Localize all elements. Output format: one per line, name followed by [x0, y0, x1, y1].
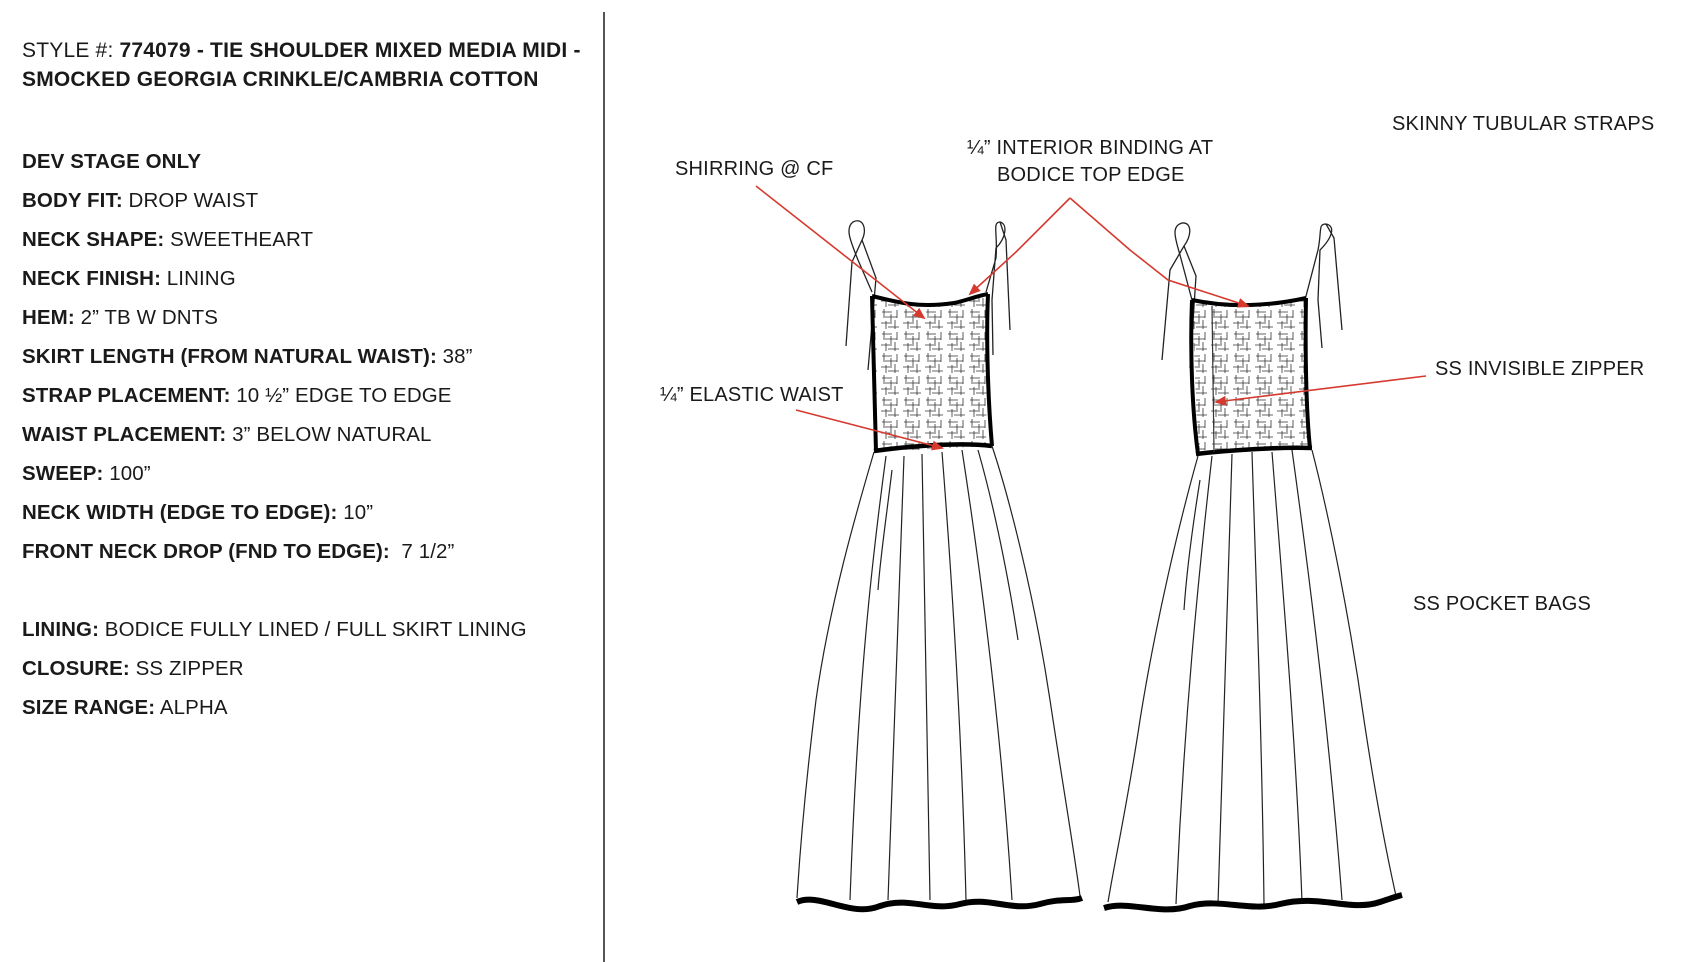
spec-dev-stage: DEV STAGE ONLY [22, 142, 592, 181]
spec-value: 3” BELOW NATURAL [226, 423, 432, 446]
spec-label: WAIST PLACEMENT: [22, 423, 227, 446]
spec-label: SWEEP: [22, 462, 104, 485]
callout-straps: SKINNY TUBULAR STRAPS [1392, 113, 1655, 135]
spec-lining: LINING: BODICE FULLY LINED / FULL SKIRT … [22, 610, 592, 649]
spec-value: 2” TB W DNTS [74, 306, 219, 329]
spec-value: 10” [337, 501, 374, 524]
back-bodice [1189, 296, 1313, 457]
style-name: 774079 - TIE SHOULDER MIXED MEDIA MIDI -… [22, 39, 581, 91]
spec-sweep: SWEEP: 100” [22, 454, 592, 493]
spec-label: NECK SHAPE: [22, 228, 165, 251]
callout-pocket-bags: SS POCKET BAGS [1413, 593, 1592, 615]
spec-label: DEV STAGE ONLY [22, 150, 202, 173]
spec-neck-width: NECK WIDTH (EDGE TO EDGE): 10” [22, 493, 592, 532]
arrow-binding-front [968, 197, 1071, 296]
spec-neck-finish: NECK FINISH: LINING [22, 259, 592, 298]
callout-binding-line1: ¼” INTERIOR BINDING AT [967, 137, 1214, 159]
spec-value: LINING [161, 267, 236, 290]
front-view [795, 220, 1084, 913]
callout-invisible-zipper: SS INVISIBLE ZIPPER [1435, 358, 1645, 380]
spec-list: DEV STAGE ONLY BODY FIT: DROP WAIST NECK… [22, 142, 592, 727]
callout-binding-line2: BODICE TOP EDGE [997, 164, 1185, 186]
spec-value: BODICE FULLY LINED / FULL SKIRT LINING [99, 618, 527, 641]
style-prefix: STYLE #: [22, 39, 120, 62]
front-skirt [796, 445, 1081, 901]
spec-label: BODY FIT: [22, 189, 123, 212]
arrow-binding-back [1069, 197, 1250, 308]
front-straps [845, 220, 1011, 371]
spec-spacer [22, 571, 592, 610]
spec-label: STRAP PLACEMENT: [22, 384, 231, 407]
back-skirt [1107, 449, 1397, 905]
back-hem [1103, 892, 1403, 913]
spec-strap-placement: STRAP PLACEMENT: 10 ½” EDGE TO EDGE [22, 376, 592, 415]
callout-shirring: SHIRRING @ CF [675, 158, 834, 180]
spec-body-fit: BODY FIT: DROP WAIST [22, 181, 592, 220]
spec-size-range: SIZE RANGE: ALPHA [22, 688, 592, 727]
technical-flat-sketch: SHIRRING @ CF ¼” INTERIOR BINDING AT BOD… [610, 0, 1704, 952]
spec-label: SIZE RANGE: [22, 696, 156, 719]
spec-label: NECK FINISH: [22, 267, 162, 290]
callout-arrows [755, 185, 1427, 451]
spec-value: 38” [436, 345, 473, 368]
arrow-shirring [755, 185, 926, 320]
vertical-divider [603, 12, 605, 962]
spec-label: NECK WIDTH (EDGE TO EDGE): [22, 501, 338, 524]
arrow-elastic-waist [795, 409, 944, 451]
spec-value: SS ZIPPER [129, 657, 244, 680]
spec-label: HEM: [22, 306, 75, 329]
spec-label: SKIRT LENGTH (FROM NATURAL WAIST): [22, 345, 437, 368]
spec-front-neck-drop: FRONT NECK DROP (FND TO EDGE): 7 1/2” [22, 532, 592, 571]
arrow-invisible-zipper [1214, 375, 1427, 406]
spec-label: LINING: [22, 618, 99, 641]
spec-label: CLOSURE: [22, 657, 130, 680]
spec-label: FRONT NECK DROP (FND TO EDGE): [22, 540, 390, 563]
spec-waist-placement: WAIST PLACEMENT: 3” BELOW NATURAL [22, 415, 592, 454]
spec-value: ALPHA [155, 696, 228, 719]
dress-sketch-svg [755, 185, 1427, 913]
spec-value: 7 1/2” [389, 540, 455, 563]
front-hem [795, 895, 1084, 913]
spec-value: 10 ½” EDGE TO EDGE [230, 384, 452, 407]
front-bodice [870, 292, 994, 454]
spec-neck-shape: NECK SHAPE: SWEETHEART [22, 220, 592, 259]
spec-value: SWEETHEART [164, 228, 314, 251]
spec-value: 100” [103, 462, 151, 485]
spec-closure: CLOSURE: SS ZIPPER [22, 649, 592, 688]
spec-value: DROP WAIST [122, 189, 259, 212]
spec-hem: HEM: 2” TB W DNTS [22, 298, 592, 337]
style-title: STYLE #: 774079 - TIE SHOULDER MIXED MED… [22, 36, 592, 94]
back-view [1103, 222, 1403, 913]
spec-skirt-length: SKIRT LENGTH (FROM NATURAL WAIST): 38” [22, 337, 592, 376]
callout-elastic-waist: ¼” ELASTIC WAIST [660, 384, 844, 406]
spec-panel: STYLE #: 774079 - TIE SHOULDER MIXED MED… [22, 36, 592, 727]
